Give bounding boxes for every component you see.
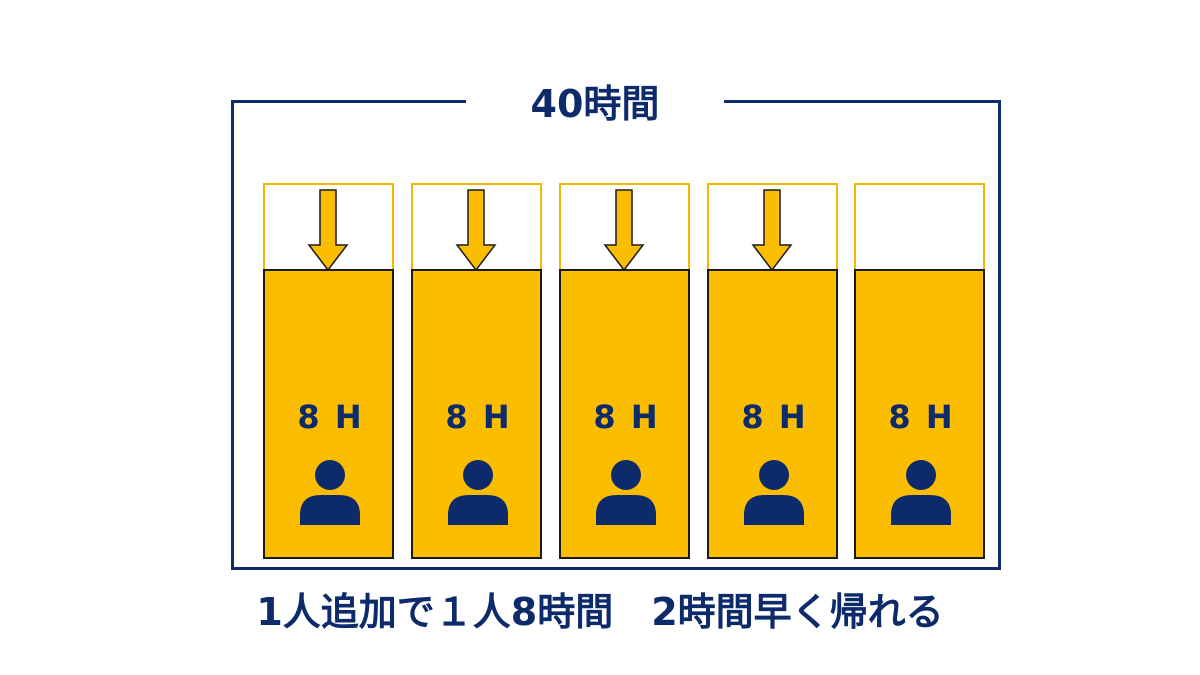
worked-hours-bar: 8 H (411, 269, 542, 559)
hours-label: 8 H (593, 398, 660, 436)
arrow-down-icon (751, 189, 793, 271)
diagram-caption: 1人追加で１人8時間 2時間早く帰れる (256, 590, 944, 634)
hours-label: 8 H (445, 398, 512, 436)
hours-label: 8 H (741, 398, 808, 436)
worker-column-1: 8 H (263, 183, 394, 559)
reduced-hours-area (854, 183, 985, 269)
person-icon (300, 460, 360, 525)
worker-column-5: 8 H (854, 183, 985, 559)
arrow-down-icon (307, 189, 349, 271)
worked-hours-bar: 8 H (263, 269, 394, 559)
person-icon (744, 460, 804, 525)
hours-label: 8 H (888, 398, 955, 436)
worker-column-3: 8 H (559, 183, 690, 559)
person-icon (891, 460, 951, 525)
diagram-title: 40時間 (530, 82, 660, 126)
worked-hours-bar: 8 H (707, 269, 838, 559)
arrow-down-icon (603, 189, 645, 271)
worked-hours-bar: 8 H (854, 269, 985, 559)
worked-hours-bar: 8 H (559, 269, 690, 559)
worker-column-4: 8 H (707, 183, 838, 559)
hours-label: 8 H (297, 398, 364, 436)
arrow-down-icon (455, 189, 497, 271)
person-icon (448, 460, 508, 525)
person-icon (596, 460, 656, 525)
worker-column-2: 8 H (411, 183, 542, 559)
bracket-title-gap (466, 94, 724, 110)
